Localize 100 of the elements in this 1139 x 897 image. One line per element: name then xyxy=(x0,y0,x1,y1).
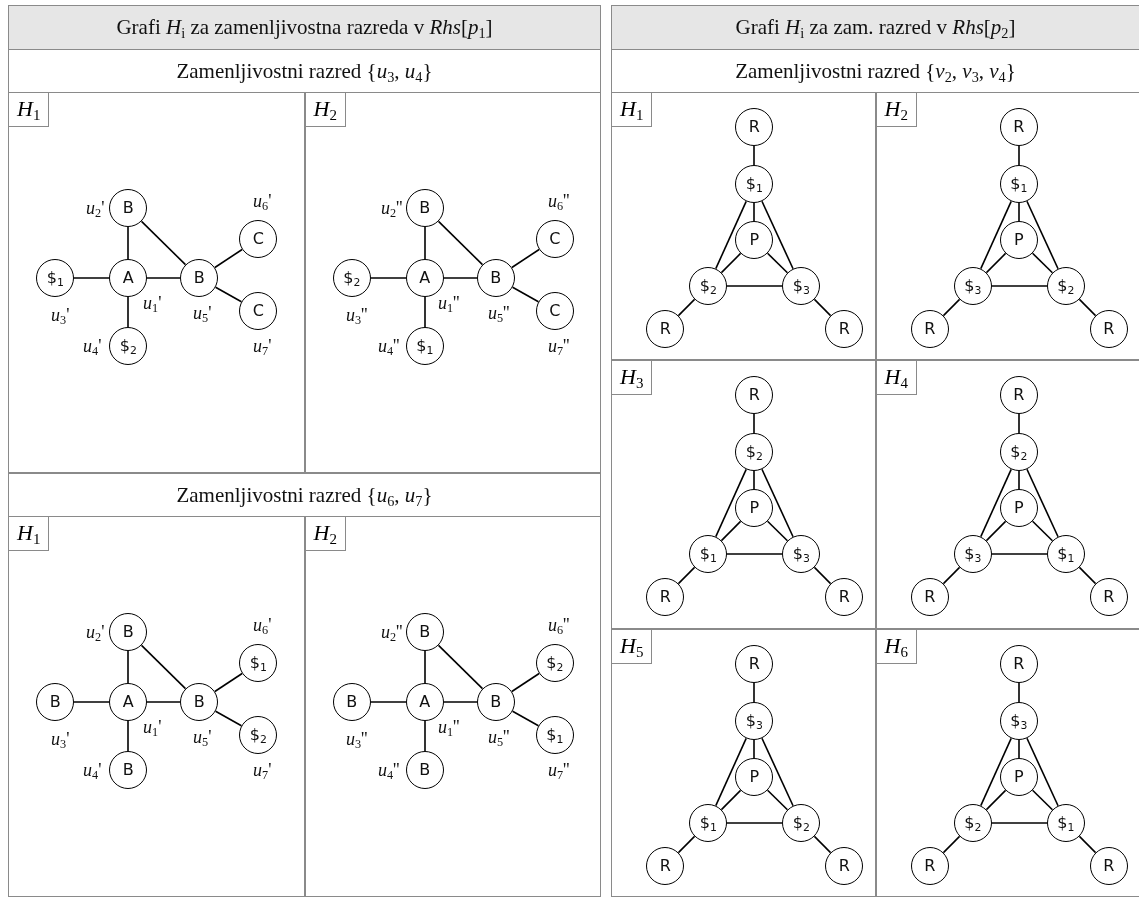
node-label: u$_{6}$' xyxy=(253,190,272,211)
graph-node: R xyxy=(646,578,685,617)
graph-node: R xyxy=(646,846,685,885)
graph-node: $$_{2}$ xyxy=(239,715,278,754)
graph-node: R xyxy=(825,310,864,349)
graph-node: B xyxy=(405,750,444,789)
graph-edge xyxy=(1017,739,1020,759)
graph-node: B xyxy=(405,612,444,651)
graph-edge xyxy=(979,737,1012,807)
graph-edge xyxy=(1017,145,1020,166)
graph-edge xyxy=(990,285,1048,287)
graph-edge xyxy=(1017,682,1020,703)
graph-node: $$_{3}$ xyxy=(953,267,992,306)
graph-node: P xyxy=(735,489,774,528)
graph-edge xyxy=(437,644,484,689)
panel-header: Grafi H$_{i}$ za zamenljivostna razreda v Rhs[p$_{1}$] xyxy=(9,6,600,50)
graph-edge xyxy=(1017,413,1020,435)
graph-edge xyxy=(677,298,696,317)
graph-edge xyxy=(510,672,540,692)
graph-edge xyxy=(1025,200,1059,270)
graph-edge xyxy=(369,276,407,279)
graph-edge xyxy=(146,700,182,703)
graph-node: A xyxy=(109,258,148,297)
graph-node: $$_{1}$ xyxy=(405,326,444,365)
node-label: u$_{6}$' xyxy=(253,614,272,635)
graph-edge xyxy=(767,520,789,542)
graph-node: P xyxy=(735,221,774,260)
graph-edge xyxy=(127,295,130,328)
node-label: u$_{7}$'' xyxy=(547,335,570,356)
node-label: u$_{6}$'' xyxy=(547,614,570,635)
graph-node: B xyxy=(332,682,371,721)
graph-edge xyxy=(753,739,756,759)
graph-node: C xyxy=(535,291,574,330)
graph-node: R xyxy=(825,846,864,885)
graph-edge xyxy=(1025,468,1059,539)
graph-node: $$_{3}$ xyxy=(953,535,992,574)
graph-edge xyxy=(510,248,540,268)
section-title: Zamenljivostni razred {v$_{2}$, v$_{3}$, v$_{4}$} xyxy=(734,58,1017,88)
graph-edge xyxy=(423,295,426,328)
graph-edge xyxy=(720,521,742,542)
graph-node: R xyxy=(735,108,774,147)
graph-edge xyxy=(767,789,789,811)
graph-cell xyxy=(8,516,305,897)
graph-node: P xyxy=(999,221,1038,260)
graph-edge xyxy=(423,225,426,260)
graph-edge xyxy=(942,298,961,317)
node-label: u$_{3}$'' xyxy=(345,304,368,325)
graph-edge xyxy=(715,469,748,538)
cell-tag: H$_{1}$ xyxy=(9,517,50,551)
graph-edge xyxy=(1017,202,1020,222)
graph-node: $$_{2}$ xyxy=(535,643,574,682)
graph-cell xyxy=(611,628,876,897)
graph-node: $$_{1}$ xyxy=(1046,535,1085,574)
graph-node: P xyxy=(735,757,774,796)
graph-node: R xyxy=(1089,578,1128,617)
graph-edge xyxy=(979,200,1012,270)
node-label: u$_{2}$'' xyxy=(380,197,403,218)
graph-node: R xyxy=(910,310,949,349)
graph-edge xyxy=(215,709,243,727)
graph-edge xyxy=(215,285,243,303)
graph-edge xyxy=(813,567,832,585)
graph-edge xyxy=(985,789,1007,811)
graph-node: $$_{1}$ xyxy=(1046,803,1085,842)
graph-edge xyxy=(127,225,130,260)
graph-node: B xyxy=(180,682,219,721)
graph-node: $$_{3}$ xyxy=(782,267,821,306)
graph-node: $$_{1}$ xyxy=(735,165,774,204)
graph-node: $$_{1}$ xyxy=(239,643,278,682)
graph-node: R xyxy=(825,578,864,617)
graph-edge xyxy=(423,719,426,752)
graph-node: $$_{2}$ xyxy=(999,433,1038,472)
graph-edge xyxy=(726,285,784,287)
node-label: u$_{3}$'' xyxy=(345,728,368,749)
graph-node: A xyxy=(405,682,444,721)
graph-edge xyxy=(1031,520,1053,542)
graph-node: P xyxy=(999,489,1038,528)
cell-tag: H$_{2}$ xyxy=(305,93,346,127)
graph-node: B xyxy=(180,258,219,297)
node-label: u$_{5}$' xyxy=(193,302,212,323)
graph-edge xyxy=(985,252,1007,274)
node-label: u$_{3}$' xyxy=(51,304,70,325)
cell-tag: H$_{2}$ xyxy=(876,93,917,127)
graph-edge xyxy=(677,567,696,585)
section-title: Zamenljivostni razred {u$_{6}$, u$_{7}$} xyxy=(175,482,434,512)
graph-edge xyxy=(753,145,756,166)
graph-node: B xyxy=(109,750,148,789)
graph-node: B xyxy=(109,612,148,651)
graph-cell xyxy=(875,92,1139,361)
cell-tag: H$_{1}$ xyxy=(9,93,50,127)
graph-node: $$_{1}$ xyxy=(689,535,728,574)
graph-edge xyxy=(1031,789,1053,811)
graph-edge xyxy=(761,468,795,539)
graph-edge xyxy=(141,220,187,265)
graph-edge xyxy=(511,709,539,727)
graph-edge xyxy=(442,700,478,703)
graph-node: R xyxy=(910,846,949,885)
graph-node: $$_{1}$ xyxy=(999,165,1038,204)
graph-edge xyxy=(990,822,1048,824)
graph-edge xyxy=(511,285,539,303)
graph-node: $$_{2}$ xyxy=(1046,267,1085,306)
